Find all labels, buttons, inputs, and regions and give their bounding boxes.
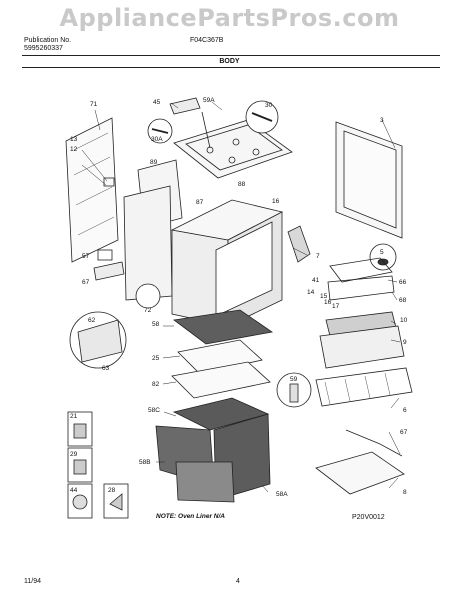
model-number: F04C367B [190, 37, 224, 44]
callout-71: 71 [90, 101, 98, 108]
callout-16: 16 [272, 198, 280, 205]
part-67 [93, 261, 125, 281]
side-panel-71 [65, 117, 119, 263]
broil-pan-9 [319, 325, 405, 369]
callout-21: 21 [70, 413, 78, 420]
callout-88: 88 [238, 181, 246, 188]
callout-89: 89 [150, 159, 158, 166]
callout-44: 44 [70, 487, 78, 494]
callout-8: 8 [403, 489, 407, 496]
callout-58c: 58C [148, 407, 160, 414]
panel-25 [177, 339, 263, 375]
oven-rack-6 [315, 367, 413, 407]
callout-72: 72 [144, 307, 152, 314]
publication-number: 5995260337 [24, 45, 63, 52]
callout-5: 5 [380, 249, 384, 256]
header-rule-bottom [22, 67, 440, 68]
callout-17: 17 [332, 303, 340, 310]
section-title: BODY [219, 58, 240, 65]
bake-element-66 [329, 257, 393, 283]
bracket-45 [169, 97, 201, 115]
callout-45: 45 [153, 99, 161, 106]
callout-13: 13 [70, 136, 78, 143]
callout-14: 14 [307, 289, 315, 296]
back-panel [123, 185, 173, 301]
header-rule-top [22, 55, 440, 56]
footer-page: 4 [236, 578, 240, 585]
callout-63: 63 [102, 365, 110, 372]
bottom-panel-8 [315, 451, 405, 495]
callout-59: 59 [290, 376, 298, 383]
insulation-58 [172, 309, 274, 345]
watermark: AppliancePartsPros.com [59, 4, 400, 32]
bracket-7 [287, 225, 311, 263]
bracket-12 [103, 177, 115, 187]
callout-66: 66 [399, 279, 407, 286]
callout-57: 57 [82, 253, 90, 260]
callout-30a: 30A [151, 136, 163, 143]
oven-liner-note: NOTE: Oven Liner N/A [156, 513, 225, 520]
publication-label: Publication No. [24, 37, 72, 44]
cooktop-frame [173, 119, 293, 179]
insulation-block [175, 461, 235, 503]
callout-58b: 58B [139, 459, 151, 466]
callout-59a: 59A [203, 97, 215, 104]
callout-10: 10 [400, 317, 408, 324]
inset-72 [135, 283, 161, 309]
callout-6: 6 [403, 407, 407, 414]
part-57 [97, 249, 113, 261]
callout-9: 9 [403, 339, 407, 346]
callout-87: 87 [196, 199, 204, 206]
callout-58: 58 [152, 321, 160, 328]
callout-62: 62 [88, 317, 96, 324]
figure-code: P20V0012 [352, 514, 385, 521]
footer-date: 11/94 [24, 578, 41, 585]
wire-57 [345, 429, 403, 457]
callout-41: 41 [312, 277, 320, 284]
callout-28: 28 [108, 487, 116, 494]
callout-3: 3 [380, 117, 384, 124]
callout-25: 25 [152, 355, 160, 362]
callout-30: 30 [265, 102, 273, 109]
inset-5 [369, 243, 397, 271]
callout-57-lower: 67 [400, 429, 408, 436]
element-68 [327, 275, 395, 301]
callout-16-lower: 16 [324, 299, 332, 306]
callout-58a: 58A [276, 491, 288, 498]
callout-15: 15 [320, 293, 328, 300]
callout-67: 67 [82, 279, 90, 286]
callout-7: 7 [316, 253, 320, 260]
callout-29: 29 [70, 451, 78, 458]
callout-68: 68 [399, 297, 407, 304]
callout-12: 12 [70, 146, 78, 153]
callout-82: 82 [152, 381, 160, 388]
panel-82 [171, 361, 271, 399]
